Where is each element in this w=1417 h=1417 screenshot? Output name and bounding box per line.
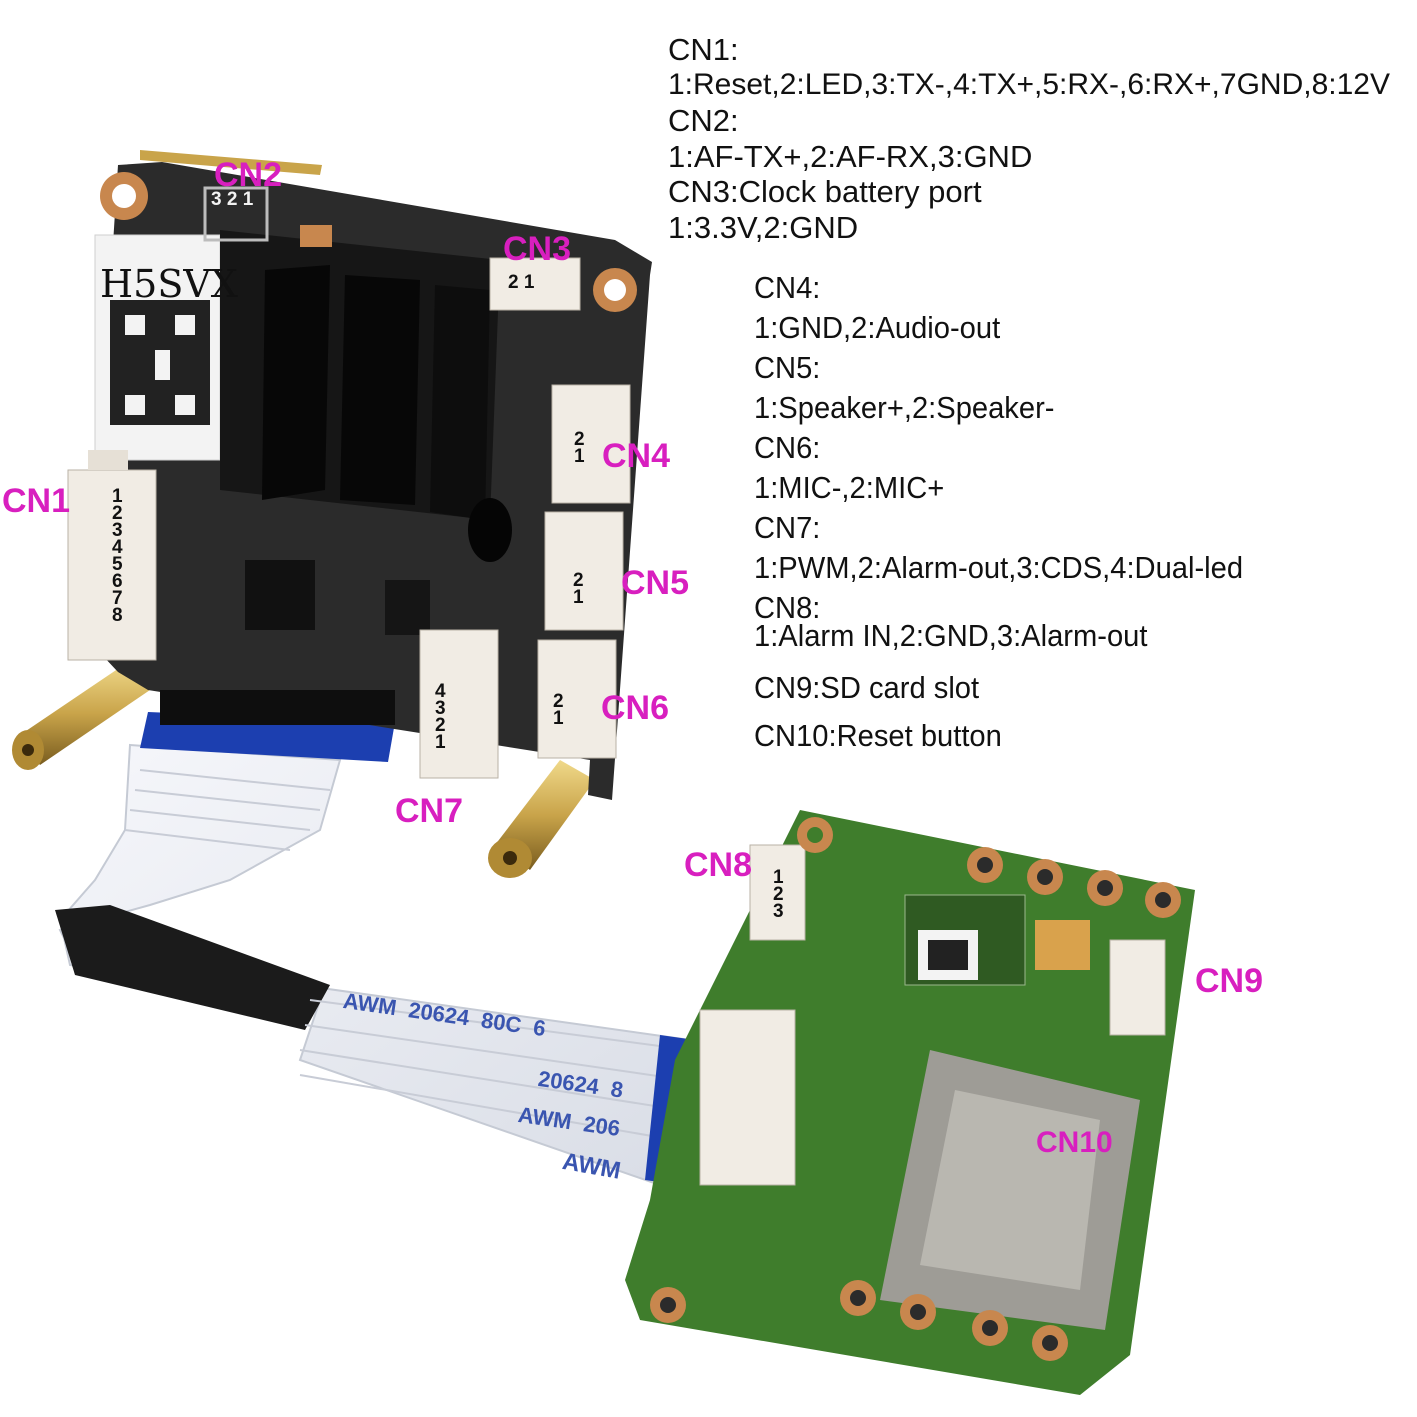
cn1-pin: 1 [112, 486, 123, 507]
cn10-description: CN10:Reset button [754, 718, 1002, 753]
cn1-description-pins: 1:Reset,2:LED,3:TX-,4:TX+,5:RX-,6:RX+,7G… [668, 68, 1390, 101]
cn7-pin: 3 [435, 698, 446, 719]
cn8-label: CN8 [684, 846, 753, 884]
cn5-description-title: CN5: [754, 350, 821, 385]
cn1-pin: 6 [112, 571, 123, 592]
cn1-label: CN1 [2, 482, 71, 520]
sd-pcb [625, 810, 1195, 1395]
cn4-label: CN4 [602, 437, 671, 475]
cn9-label: CN9 [1195, 962, 1264, 1000]
board-model-text: H5SVX [100, 262, 238, 306]
cn8-pin: 1 [773, 867, 784, 888]
cn3-description-pins: 1:3.3V,2:GND [668, 210, 859, 245]
cn8-pin-numbers: 1 2 3 [773, 867, 784, 922]
cn8-pin: 3 [773, 901, 784, 922]
cn1-pin: 2 [112, 503, 123, 524]
cn1-connector [67, 450, 157, 661]
cn10-label: CN10 [1036, 1126, 1113, 1159]
cn9-description: CN9:SD card slot [754, 670, 980, 705]
cn5-pin: 2 [573, 570, 584, 591]
cn8-description-title: CN8: [754, 590, 821, 625]
cn7-pin: 2 [435, 715, 446, 736]
cn7-label: CN7 [395, 792, 464, 830]
cn1-pin: 7 [112, 588, 123, 609]
cn1-pin: 4 [112, 537, 123, 558]
cn5-description-pins: 1:Speaker+,2:Speaker- [754, 390, 1055, 425]
cn2-pin-numbers: 3 2 1 [211, 189, 254, 210]
cn5-connector [544, 511, 624, 631]
cn4-pin: 1 [574, 446, 585, 467]
cn6-description-pins: 1:MIC-,2:MIC+ [754, 470, 945, 505]
cn3-description-title: CN3:Clock battery port [668, 174, 982, 209]
cn2-connector [203, 186, 269, 242]
cn1-description-title: CN1: [668, 32, 739, 67]
standoff-right [488, 760, 595, 878]
cn6-pin-numbers: 2 1 [553, 691, 564, 729]
cn4-connector [551, 384, 631, 504]
cn6-pin: 1 [553, 708, 564, 729]
cn4-description-title: CN4: [754, 270, 821, 305]
cn2-description-title: CN2: [668, 103, 739, 138]
cn1-pin-numbers: 1 2 3 4 5 6 7 8 [112, 486, 123, 626]
cn2-description-pins: 1:AF-TX+,2:AF-RX,3:GND [668, 139, 1033, 174]
cn6-connector [537, 639, 617, 759]
cn7-pin: 1 [435, 732, 446, 753]
cn7-description-title: CN7: [754, 510, 821, 545]
cn4-pin-numbers: 2 1 [574, 429, 585, 467]
cn6-pin: 2 [553, 691, 564, 712]
cn3-pin-numbers: 2 1 [508, 272, 535, 293]
cn6-label: CN6 [601, 689, 670, 727]
cn5-label: CN5 [621, 564, 690, 602]
cn2-label: CN2 [214, 156, 283, 194]
cn5-pin-numbers: 2 1 [573, 570, 584, 608]
cn3-connector [489, 257, 581, 311]
cn7-connector [419, 629, 499, 779]
cn7-description-pins: 1:PWM,2:Alarm-out,3:CDS,4:Dual-led [754, 550, 1244, 585]
cn4-pin: 2 [574, 429, 585, 450]
cn1-pin: 8 [112, 605, 123, 626]
cn1-pin: 3 [112, 520, 123, 541]
main-pcb [88, 150, 652, 800]
cn1-pin: 5 [112, 554, 123, 575]
cn8-pin: 2 [773, 884, 784, 905]
cn7-pin-numbers: 4 3 2 1 [435, 681, 446, 753]
cn7-pin: 4 [435, 681, 446, 702]
cn6-description-title: CN6: [754, 430, 821, 465]
cn5-pin: 1 [573, 587, 584, 608]
cn3-label: CN3 [503, 230, 572, 268]
cn4-description-pins: 1:GND,2:Audio-out [754, 310, 1001, 345]
cn8-description-pins: 1:Alarm IN,2:GND,3:Alarm-out [754, 618, 1148, 653]
standoff-left [12, 662, 150, 770]
